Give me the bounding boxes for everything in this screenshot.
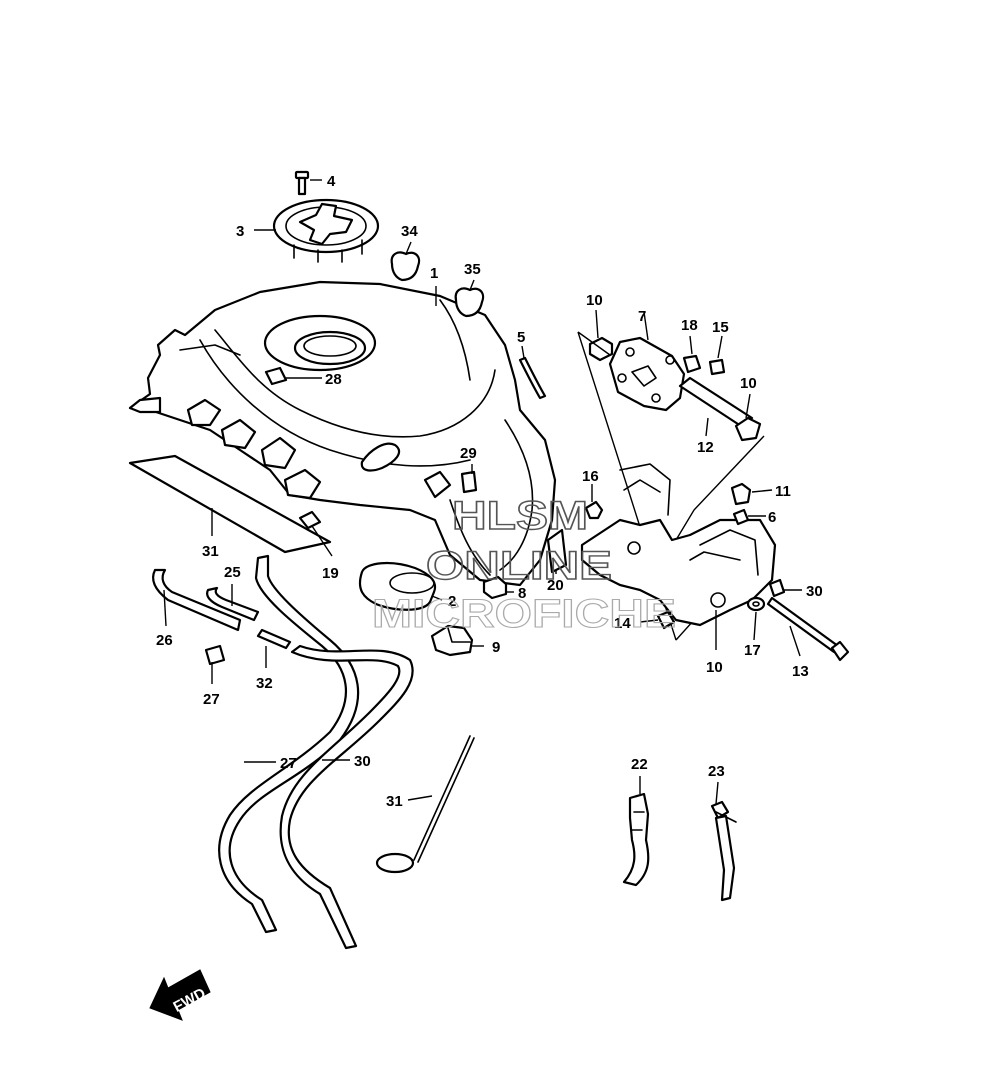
callout-18: 17 [744, 642, 761, 659]
clamp-29[interactable] [204, 644, 226, 666]
strip-5[interactable] [518, 356, 547, 400]
leader-lines [163, 179, 802, 805]
callout-26: 25 [224, 564, 241, 581]
callout-8: 8 [518, 585, 526, 602]
callout-labels: 4 3 34 35 1 5 28 10 7 18 15 10 12 29 16 … [156, 173, 823, 810]
washer-18[interactable] [746, 596, 766, 612]
callout-17: 16 [582, 468, 599, 485]
callout-10-upper: 10 [586, 292, 603, 309]
pad-20[interactable] [298, 510, 322, 530]
fuel-filler-flange[interactable] [272, 198, 380, 263]
callout-28: 27 [280, 755, 297, 772]
watermark-line-3: MICROFICHE [372, 592, 676, 636]
watermark-line-1: HLSM [452, 494, 588, 538]
bolt-16[interactable] [708, 358, 726, 376]
callout-12: 11 [775, 483, 791, 500]
callout-33: 31 [386, 793, 403, 810]
hose-32[interactable] [279, 644, 414, 950]
callout-34: 34 [401, 223, 418, 240]
callout-32: 30 [354, 753, 371, 770]
bolt-17[interactable] [584, 500, 604, 520]
callout-11: 10 [706, 659, 723, 676]
cover-plate-7[interactable] [608, 336, 686, 412]
watermark-line-2: ONLINE [426, 544, 612, 588]
clip-12[interactable] [730, 482, 752, 506]
callout-3: 3 [236, 223, 244, 240]
cushion-34[interactable] [390, 251, 421, 282]
callout-1: 1 [430, 265, 438, 282]
clip-23[interactable] [768, 578, 786, 598]
callout-30: 32 [256, 675, 273, 692]
fwd-arrow-icon: FWD [149, 969, 211, 1021]
callout-10-lower: 10 [740, 375, 757, 392]
callout-31: 31 [202, 543, 219, 560]
pipe-13[interactable] [678, 376, 754, 430]
callout-24: 22 [631, 756, 648, 773]
bracket-11[interactable] [580, 463, 777, 627]
pad-22-upper[interactable] [264, 366, 288, 386]
plate-21[interactable] [546, 528, 568, 574]
callout-25: 23 [708, 763, 725, 780]
sheet-31[interactable] [128, 454, 332, 554]
callout-7: 7 [638, 308, 646, 325]
callout-4: 4 [327, 173, 336, 190]
callout-2: 2 [448, 593, 456, 610]
callout-9: 9 [492, 639, 500, 656]
callout-20: 19 [322, 565, 339, 582]
drain-33[interactable] [375, 735, 475, 874]
callout-35: 35 [464, 261, 481, 278]
collar-19[interactable] [682, 354, 702, 374]
tie-25[interactable] [710, 800, 737, 902]
hose-30[interactable] [256, 628, 292, 650]
pad-22-lower[interactable] [460, 470, 478, 494]
callout-14: 13 [792, 663, 809, 680]
callout-6: 6 [768, 509, 776, 526]
bolt-14[interactable] [766, 596, 850, 662]
callout-22-upper: 28 [325, 371, 342, 388]
callout-15: 14 [614, 615, 631, 632]
screw-4[interactable] [294, 170, 310, 196]
collar-10-lower[interactable] [734, 416, 762, 442]
callout-13: 12 [697, 439, 714, 456]
fuel-tank[interactable] [128, 280, 557, 587]
hose-28[interactable] [218, 554, 360, 934]
nut-6[interactable] [732, 508, 750, 526]
clamp-24[interactable] [622, 792, 650, 887]
callout-19: 18 [681, 317, 698, 334]
callout-22-lower: 29 [460, 445, 477, 462]
callout-5: 5 [517, 329, 525, 346]
cushion-35[interactable] [454, 287, 485, 318]
callout-27: 26 [156, 632, 173, 649]
callout-23: 30 [806, 583, 823, 600]
callout-16: 15 [712, 319, 729, 336]
callout-29: 27 [203, 691, 220, 708]
cushion-2[interactable] [358, 562, 437, 611]
hose-27[interactable] [151, 568, 242, 632]
nut-15[interactable] [656, 610, 676, 630]
watermark: HLSM ONLINE MICROFICHE [371, 493, 676, 636]
cushion-8[interactable] [482, 575, 508, 600]
callout-21: 20 [547, 577, 564, 594]
